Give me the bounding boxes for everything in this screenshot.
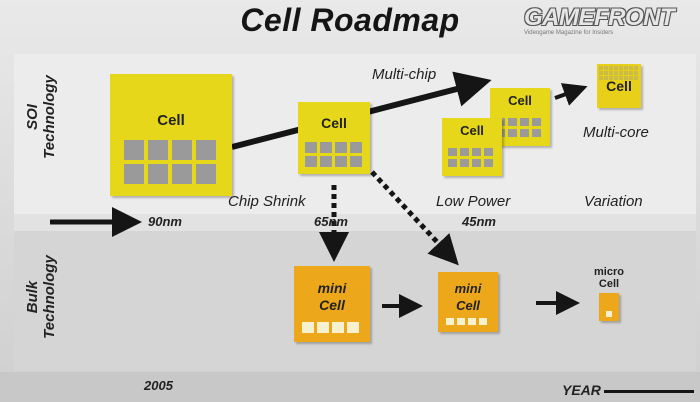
gamefront-logo: GAMEFRONT Videogame Magazine for Insider… bbox=[524, 4, 694, 44]
micro-cell-label: micro Cell bbox=[594, 266, 624, 290]
spe-grid bbox=[305, 142, 362, 167]
cell-65nm-chip: Cell bbox=[298, 102, 370, 174]
cell-label: Cell bbox=[460, 123, 484, 138]
cell-label: Cell bbox=[157, 112, 185, 129]
low-power-label: Low Power bbox=[436, 193, 511, 210]
node-90nm-label: 90nm bbox=[148, 214, 182, 229]
logo-wordmark: GAMEFRONT bbox=[524, 4, 675, 31]
cell-label: Cell bbox=[321, 115, 347, 131]
node-45nm-label: 45nm bbox=[462, 214, 496, 229]
cell-multicore-chip: Cell bbox=[597, 64, 641, 108]
spe-row bbox=[446, 318, 487, 325]
multi-core-label: Multi-core bbox=[583, 124, 649, 141]
cell-label: Cell bbox=[606, 78, 632, 94]
spe-grid bbox=[124, 140, 216, 184]
year-axis-label: YEAR bbox=[562, 382, 601, 398]
multi-chip-label: Multi-chip bbox=[372, 66, 437, 83]
mini-cell-label: mini Cell bbox=[454, 281, 482, 313]
node-65nm-label: 65nm bbox=[314, 214, 348, 229]
logo-tagline: Videogame Magazine for Insiders bbox=[524, 30, 614, 36]
chip-shrink-label: Chip Shrink bbox=[228, 193, 306, 210]
spe-grid bbox=[448, 148, 493, 167]
cell-label: Cell bbox=[508, 93, 532, 108]
slide-title: Cell Roadmap bbox=[240, 2, 460, 38]
node-band bbox=[14, 214, 696, 231]
spe-grid bbox=[496, 118, 541, 137]
mini-cell-45nm-chip: mini Cell bbox=[438, 272, 498, 332]
micro-cell-chip bbox=[599, 293, 619, 321]
micro-spe bbox=[606, 311, 612, 317]
mini-cell-65nm-chip: mini Cell bbox=[294, 266, 370, 342]
spe-row bbox=[302, 322, 359, 333]
timeline-band bbox=[0, 372, 700, 402]
shrink-to-mini45-arrow bbox=[370, 170, 459, 266]
cell-90nm-chip: Cell bbox=[110, 74, 232, 196]
variation-label: Variation bbox=[584, 193, 643, 210]
mini-cell-label: mini Cell bbox=[317, 280, 347, 313]
core-grid bbox=[599, 66, 638, 80]
cell-45nm-chip-front: Cell bbox=[442, 118, 502, 176]
to-multicore-arrow bbox=[554, 83, 588, 106]
year-axis-line bbox=[604, 390, 694, 393]
year-2005-label: 2005 bbox=[144, 378, 173, 393]
